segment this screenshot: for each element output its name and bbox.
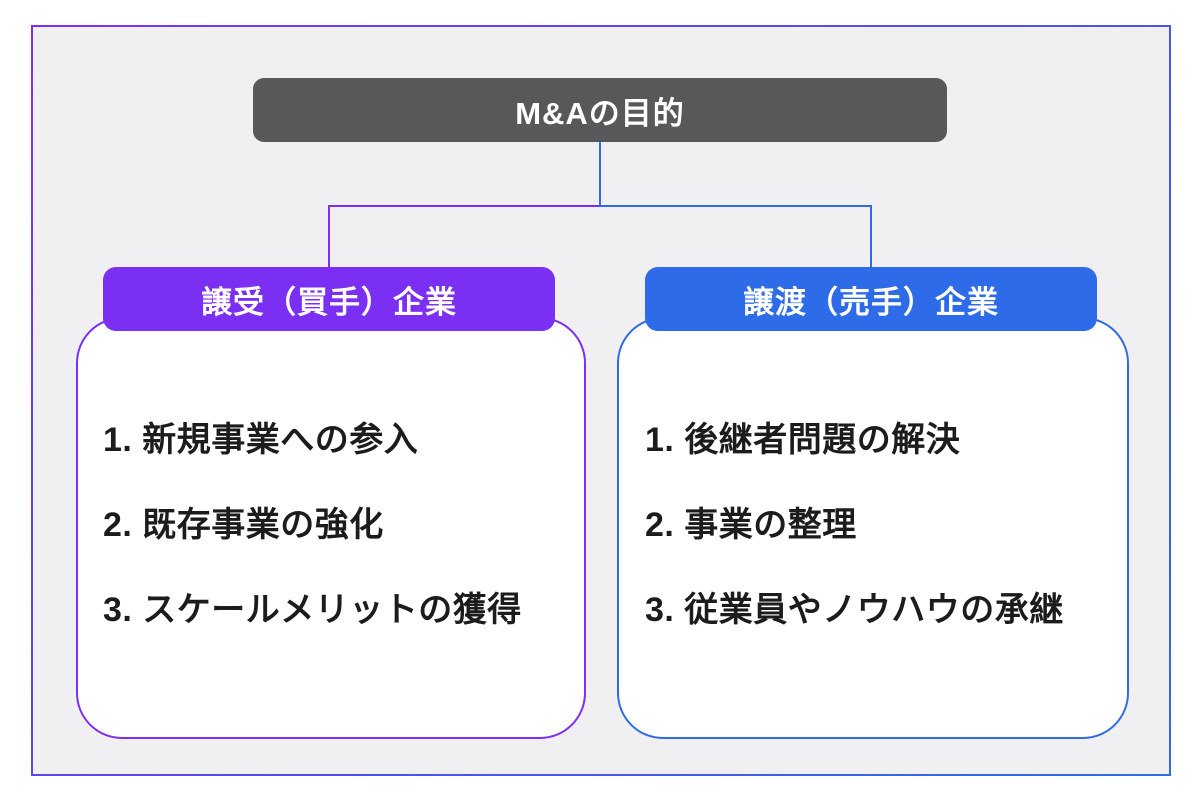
seller-item-1: 1. 後継者問題の解決 <box>645 421 961 459</box>
buyer-header-label: 譲受（買手）企業 <box>201 284 457 320</box>
title-box: M&Aの目的 <box>253 78 947 142</box>
title-label: M&Aの目的 <box>515 95 685 131</box>
buyer-item-3: 3. スケールメリットの獲得 <box>103 591 522 629</box>
seller-panel <box>617 317 1129 739</box>
seller-item-3: 3. 従業員やノウハウの承継 <box>645 591 1064 629</box>
buyer-header-box: 譲受（買手）企業 <box>103 267 555 331</box>
buyer-item-1: 1. 新規事業への参入 <box>103 421 419 459</box>
seller-item-2: 2. 事業の整理 <box>645 506 857 544</box>
seller-header-box: 譲渡（売手）企業 <box>645 267 1097 331</box>
seller-header-label: 譲渡（売手）企業 <box>743 284 999 320</box>
buyer-panel <box>76 317 586 739</box>
buyer-item-2: 2. 既存事業の強化 <box>103 506 384 544</box>
